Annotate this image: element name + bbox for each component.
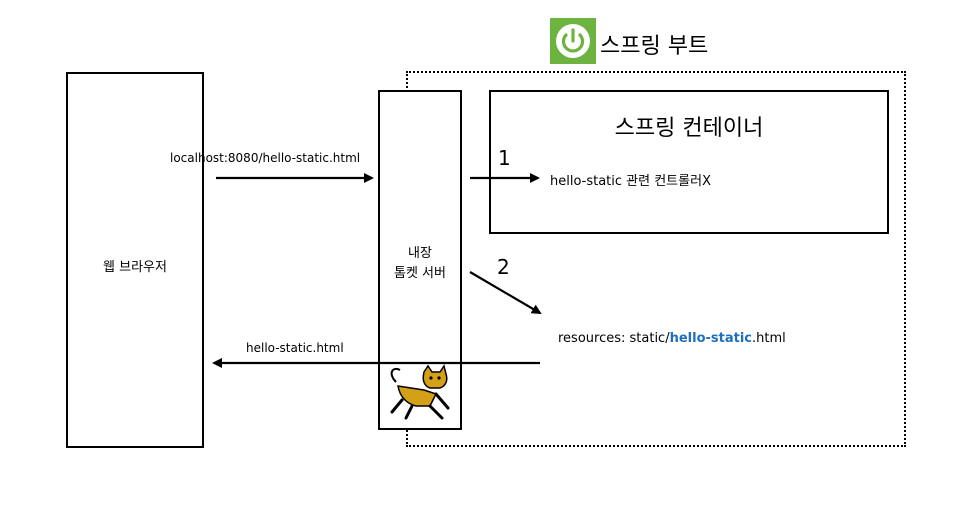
step1-number: 1 <box>498 146 511 170</box>
request-label: localhost:8080/hello-static.html <box>170 151 361 165</box>
step2-arrow <box>469 271 542 315</box>
web-browser-label: 웹 브라우저 <box>103 260 167 275</box>
web-browser-box: 웹 브라우저 <box>66 72 204 448</box>
resources-prefix: resources: static/ <box>558 331 670 346</box>
resources-highlight: hello-static <box>669 331 753 346</box>
spring-container-box: 스프링 컨테이너 <box>489 90 889 234</box>
spring-logo <box>550 18 596 64</box>
tomcat-server-box: 내장 톰켓 서버 <box>378 90 462 430</box>
tomcat-label-line1: 내장 <box>408 246 432 261</box>
step2-number: 2 <box>497 255 510 279</box>
spring-boot-title: 스프링 부트 <box>600 34 709 59</box>
response-label: hello-static.html <box>246 341 344 355</box>
resources-label: resources: static/hello-static.html <box>558 331 786 346</box>
resources-suffix: .html <box>752 331 786 346</box>
spring-power-icon <box>556 24 590 58</box>
controller-label: hello-static 관련 컨트롤러X <box>550 174 711 189</box>
tomcat-cat-icon <box>390 364 450 420</box>
spring-container-title: 스프링 컨테이너 <box>614 116 764 141</box>
tomcat-label-line2: 톰켓 서버 <box>394 266 446 281</box>
